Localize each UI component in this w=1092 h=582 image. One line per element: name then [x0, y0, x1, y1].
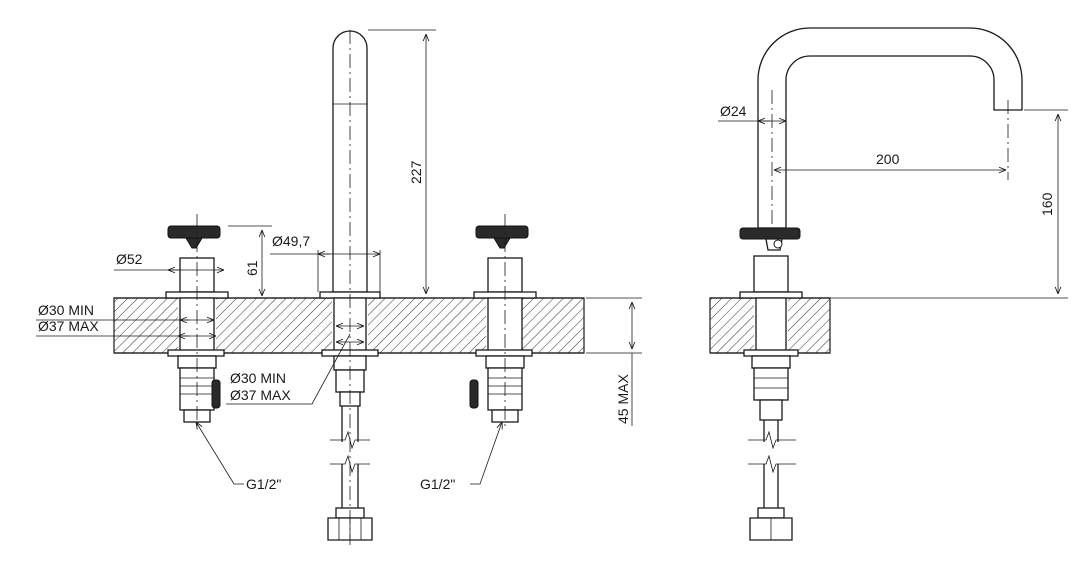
dim-d24: Ø24	[718, 103, 786, 121]
side-knurled-handle	[739, 227, 801, 240]
dim-d52: Ø52	[114, 251, 224, 270]
right-valve	[469, 214, 537, 430]
callout-thread-left: G1/2"	[196, 422, 281, 492]
label-45-max: 45 MAX	[615, 374, 631, 424]
center-spout	[319, 30, 381, 545]
label-left-hole-min: Ø30 MIN	[38, 302, 94, 318]
dim-45-max: 45 MAX	[586, 297, 642, 426]
side-valve-body	[739, 227, 803, 541]
label-center-hole-max: Ø37 MAX	[230, 387, 291, 403]
dim-d49-7: Ø49,7	[270, 233, 381, 292]
side-spout	[757, 27, 1023, 240]
label-thread-right: G1/2"	[420, 476, 455, 492]
dim-227: 227	[368, 29, 436, 294]
label-d24: Ø24	[720, 103, 747, 119]
label-d49-7: Ø49,7	[272, 233, 310, 249]
label-160: 160	[1039, 192, 1055, 216]
left-valve	[165, 214, 229, 430]
front-view: Ø52 61 Ø49,7 227 Ø30 MIN	[36, 29, 642, 545]
label-227: 227	[408, 160, 424, 184]
dim-160: 160	[1024, 109, 1068, 294]
left-knurled-handle	[167, 225, 221, 239]
label-d52: Ø52	[116, 251, 143, 267]
label-200: 200	[876, 151, 900, 167]
label-61: 61	[244, 260, 260, 276]
label-left-hole-max: Ø37 MAX	[38, 318, 99, 334]
label-center-hole-min: Ø30 MIN	[230, 370, 286, 386]
dim-center-hole: Ø30 MIN Ø37 MAX	[226, 326, 364, 405]
dim-200: 200	[774, 151, 1006, 170]
right-knurled-handle	[475, 225, 529, 239]
label-thread-left: G1/2"	[246, 476, 281, 492]
callout-thread-right: G1/2"	[420, 422, 502, 492]
side-view: Ø24 200 160	[709, 27, 1068, 541]
dim-61: 61	[228, 225, 272, 296]
dim-left-hole: Ø30 MIN Ø37 MAX	[36, 302, 216, 336]
